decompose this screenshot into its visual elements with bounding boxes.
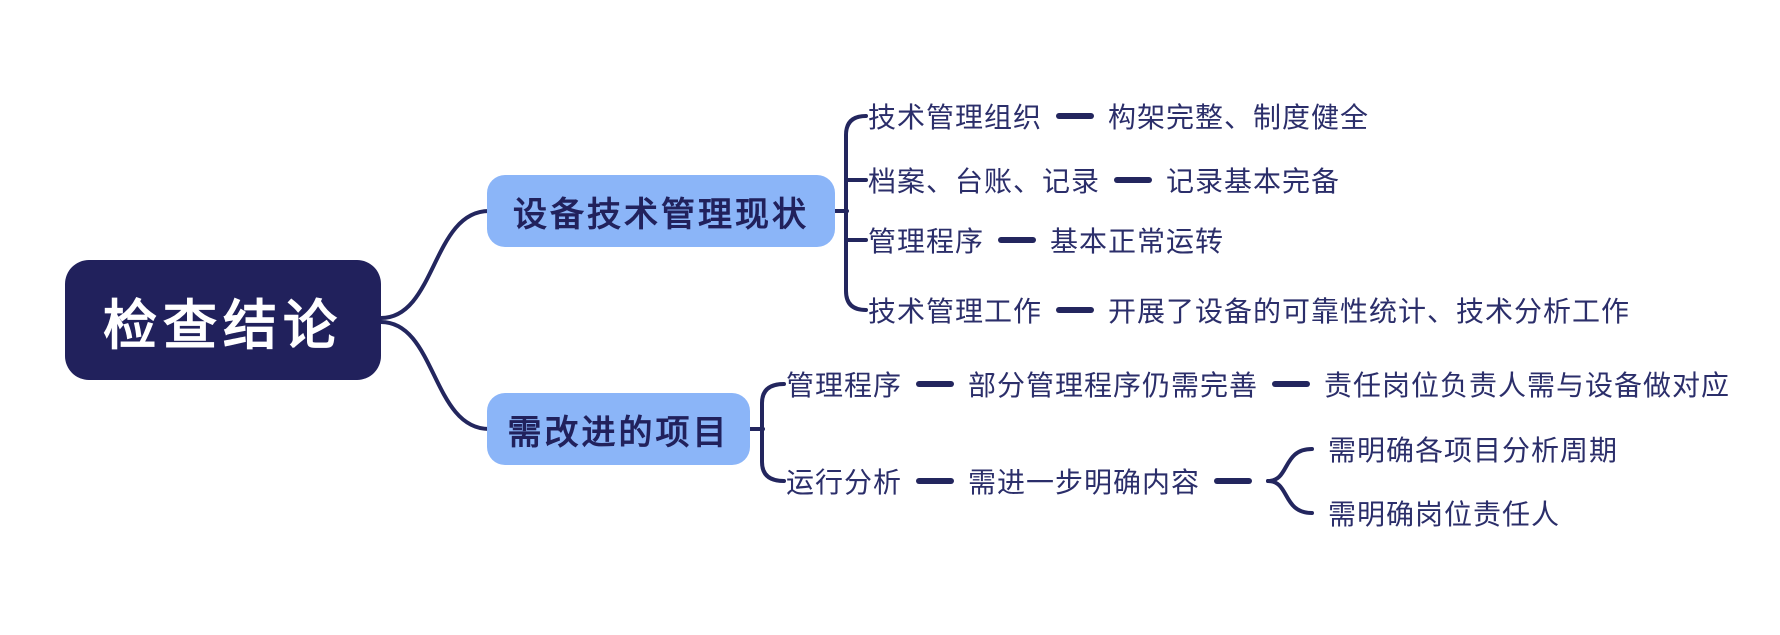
leaf-row-mgmt-procedures: 管理程序 部分管理程序仍需完善 责任岗位负责人需与设备做对应: [786, 364, 1730, 404]
fork-upper-curve: [1266, 447, 1315, 483]
detail-node[interactable]: 需进一步明确内容: [968, 467, 1201, 498]
detail-node[interactable]: 部分管理程序仍需完善: [968, 370, 1259, 401]
sub-topic-node[interactable]: 需明确岗位责任人: [1328, 499, 1561, 530]
leaf-row-operation-analysis: 运行分析 需进一步明确内容 需明确各项目分析周期 需明确岗位责任人: [786, 429, 1618, 533]
sub-topic-column: 需明确各项目分析周期 需明确岗位责任人: [1328, 429, 1618, 533]
detail-node[interactable]: 记录基本完备: [1166, 166, 1341, 197]
sub-topic-node[interactable]: 需明确各项目分析周期: [1328, 435, 1619, 466]
topic-node[interactable]: 技术管理组织: [868, 102, 1043, 133]
root-node[interactable]: 检查结论: [65, 260, 381, 380]
detail-node[interactable]: 开展了设备的可靠性统计、技术分析工作: [1108, 296, 1631, 327]
topic-node[interactable]: 运行分析: [786, 467, 903, 498]
connector-root-branch1: [379, 209, 491, 320]
topic-node[interactable]: 管理程序: [786, 370, 903, 401]
leaf-row-tech-org: 技术管理组织 构架完整、制度健全: [868, 96, 1369, 136]
connector-dash: [1214, 478, 1253, 484]
detail-node[interactable]: 责任岗位负责人需与设备做对应: [1324, 370, 1731, 401]
branch-node-equipment-management-status[interactable]: 设备技术管理现状: [487, 175, 835, 247]
detail-node[interactable]: 构架完整、制度健全: [1108, 102, 1370, 133]
detail-node[interactable]: 基本正常运转: [1050, 226, 1225, 257]
branch-node-items-to-improve[interactable]: 需改进的项目: [487, 393, 750, 465]
connector-dash: [1056, 113, 1095, 119]
connector-dash: [998, 237, 1037, 243]
topic-node[interactable]: 管理程序: [868, 226, 985, 257]
connector-branch1-trunk: [844, 114, 868, 312]
topic-node[interactable]: 技术管理工作: [868, 296, 1043, 327]
connector-branch2-trunk: [760, 382, 786, 483]
leaf-row-tech-work: 技术管理工作 开展了设备的可靠性统计、技术分析工作: [868, 290, 1630, 330]
connector-root-branch2: [379, 320, 491, 431]
fork-lower-curve: [1266, 479, 1315, 515]
connector-dash: [1114, 177, 1153, 183]
leaf-row-procedures: 管理程序 基本正常运转: [868, 220, 1224, 260]
fork-connector: [1266, 447, 1315, 515]
connector-dash: [916, 381, 955, 387]
topic-node[interactable]: 档案、台账、记录: [868, 166, 1101, 197]
leaf-row-records: 档案、台账、记录 记录基本完备: [868, 160, 1340, 200]
connector-dash: [916, 478, 955, 484]
connector-dash: [1056, 307, 1095, 313]
connector-dash: [1272, 381, 1311, 387]
